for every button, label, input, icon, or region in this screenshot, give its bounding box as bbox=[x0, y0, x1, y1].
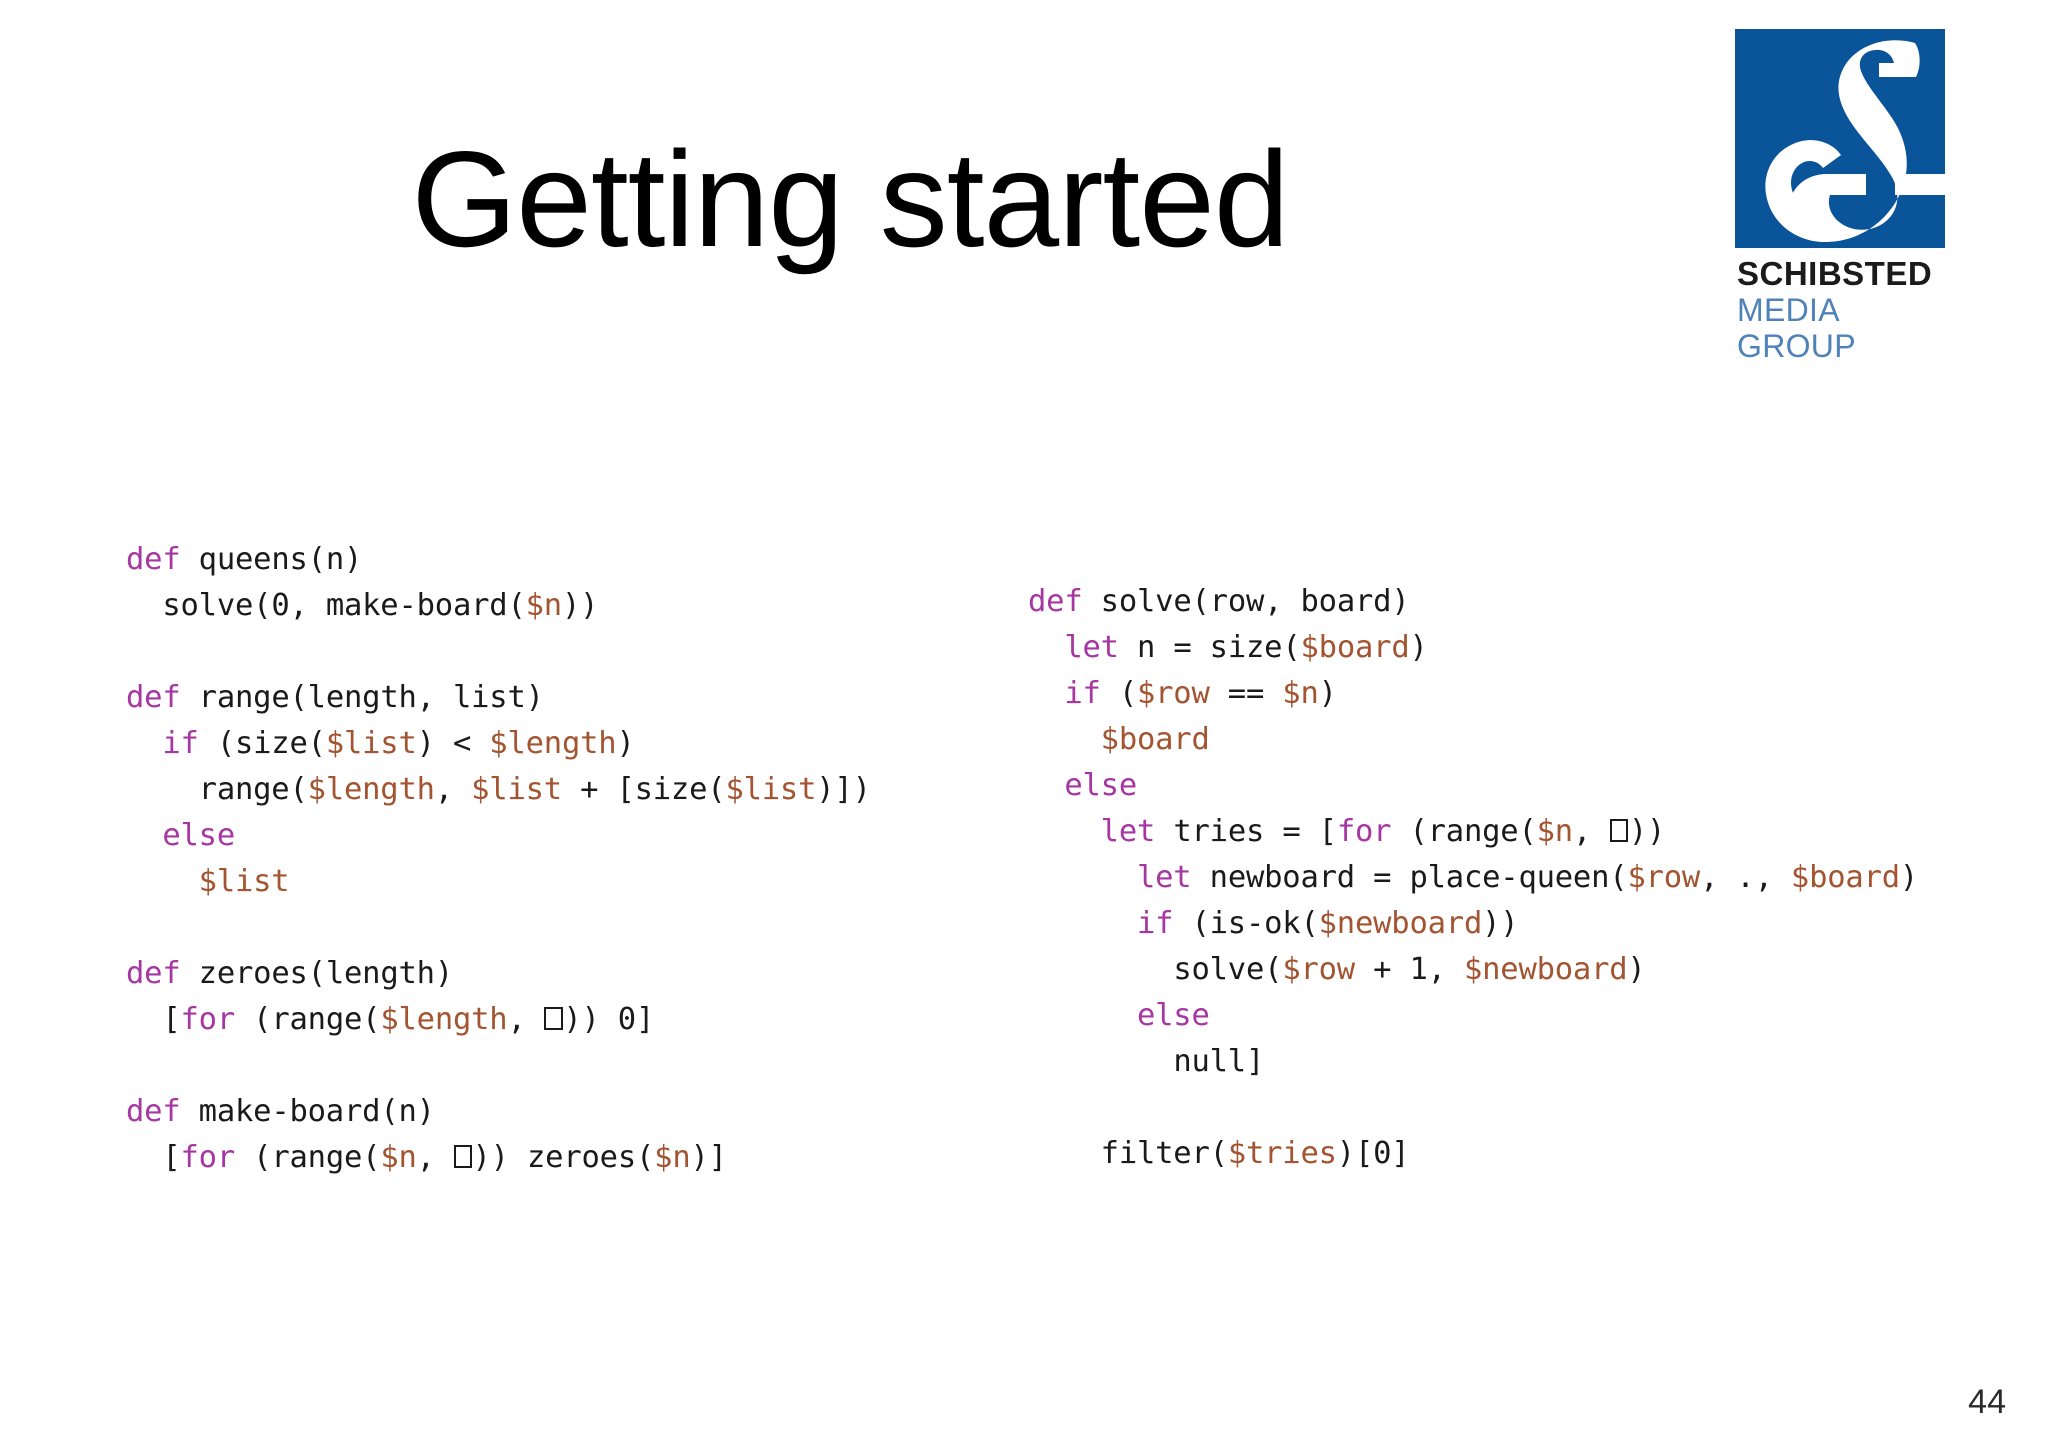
slide-page-number: 44 bbox=[1968, 1383, 2006, 1421]
code-line: def queens(n) bbox=[126, 541, 363, 577]
schibsted-logo-mark bbox=[1735, 29, 1945, 248]
schibsted-wordmark-sub: MEDIA GROUP bbox=[1737, 292, 1856, 364]
code-line: let n = size($board) bbox=[1064, 629, 1428, 665]
code-line: def zeroes(length) bbox=[126, 955, 453, 991]
code-line: let newboard = place-queen($row, ., $boa… bbox=[1136, 859, 1919, 895]
code-line: filter($tries)[0] bbox=[1100, 1135, 1410, 1171]
code-line: else bbox=[1064, 767, 1137, 803]
schibsted-logo: SCHIBSTED MEDIA GROUP bbox=[1735, 29, 1947, 365]
code-line: if ($row == $n) bbox=[1064, 675, 1337, 711]
schibsted-wordmark-main: SCHIBSTED bbox=[1737, 255, 1933, 292]
code-block-right: def solve(row, board) let n = size($boar… bbox=[1028, 579, 1918, 1177]
missing-glyph-box bbox=[1609, 818, 1629, 843]
code-line bbox=[1028, 1085, 1918, 1131]
code-block-left: def queens(n) solve(0, make-board($n)) d… bbox=[126, 537, 871, 1181]
code-line: solve($row + 1, $newboard) bbox=[1173, 951, 1646, 987]
code-line: $board bbox=[1100, 721, 1210, 757]
code-line: null] bbox=[1173, 1043, 1265, 1079]
code-line: range($length, $list + [size($list)]) bbox=[198, 771, 871, 807]
page-title: Getting started bbox=[411, 123, 1289, 275]
code-line: [for (range($length, )) 0] bbox=[126, 1001, 655, 1037]
code-line: else bbox=[162, 817, 235, 853]
code-line bbox=[126, 1043, 871, 1089]
code-line: $list bbox=[198, 863, 290, 899]
schibsted-wordmark: SCHIBSTED MEDIA GROUP bbox=[1735, 257, 1947, 365]
code-line: else bbox=[1136, 997, 1210, 1033]
missing-glyph-box bbox=[544, 1006, 563, 1031]
code-line: solve(0, make-board($n)) bbox=[162, 587, 599, 623]
code-line bbox=[126, 905, 871, 951]
code-line: def make-board(n) bbox=[126, 1093, 435, 1129]
missing-glyph-box bbox=[453, 1144, 472, 1169]
code-line: def range(length, list) bbox=[126, 679, 544, 715]
code-line: if (is-ok($newboard)) bbox=[1136, 905, 1519, 941]
code-line: [for (range($n, )) zeroes($n)] bbox=[126, 1139, 727, 1175]
code-line: def solve(row, board) bbox=[1028, 583, 1410, 619]
code-line: if (size($list) < $length) bbox=[162, 725, 635, 761]
code-line bbox=[126, 629, 871, 675]
code-line: let tries = [for (range($n, )) bbox=[1100, 813, 1666, 849]
